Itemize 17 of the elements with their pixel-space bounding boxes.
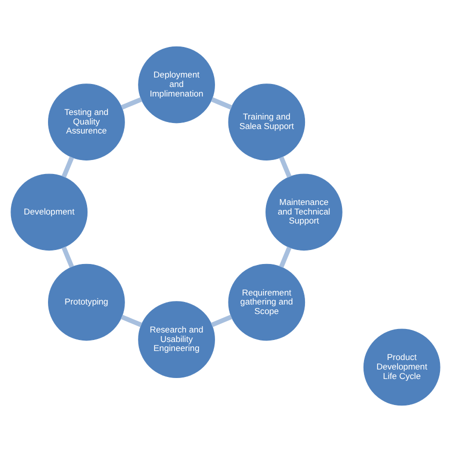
node-circle: Prototyping — [48, 264, 125, 341]
node-circle: Deployment and Implimenation — [138, 46, 215, 124]
connector — [120, 314, 142, 328]
node-circle: Maintenance and Technical Support — [266, 174, 342, 251]
connector — [62, 246, 74, 268]
connector — [62, 156, 74, 178]
node-circle: Testing and Quality Assurence — [48, 84, 125, 161]
connector — [210, 314, 232, 328]
connector — [279, 246, 292, 268]
node-circle: Training and Salea Support — [228, 84, 306, 161]
connector — [120, 97, 142, 110]
node-circle: Research and Usability Engineering — [138, 301, 215, 378]
connector — [279, 156, 292, 178]
connector — [211, 97, 232, 110]
node-circle: Development — [10, 174, 88, 251]
node-circle: Requirement gathering and Scope — [228, 264, 306, 341]
node-circle: Product Development Life Cycle — [363, 328, 440, 406]
